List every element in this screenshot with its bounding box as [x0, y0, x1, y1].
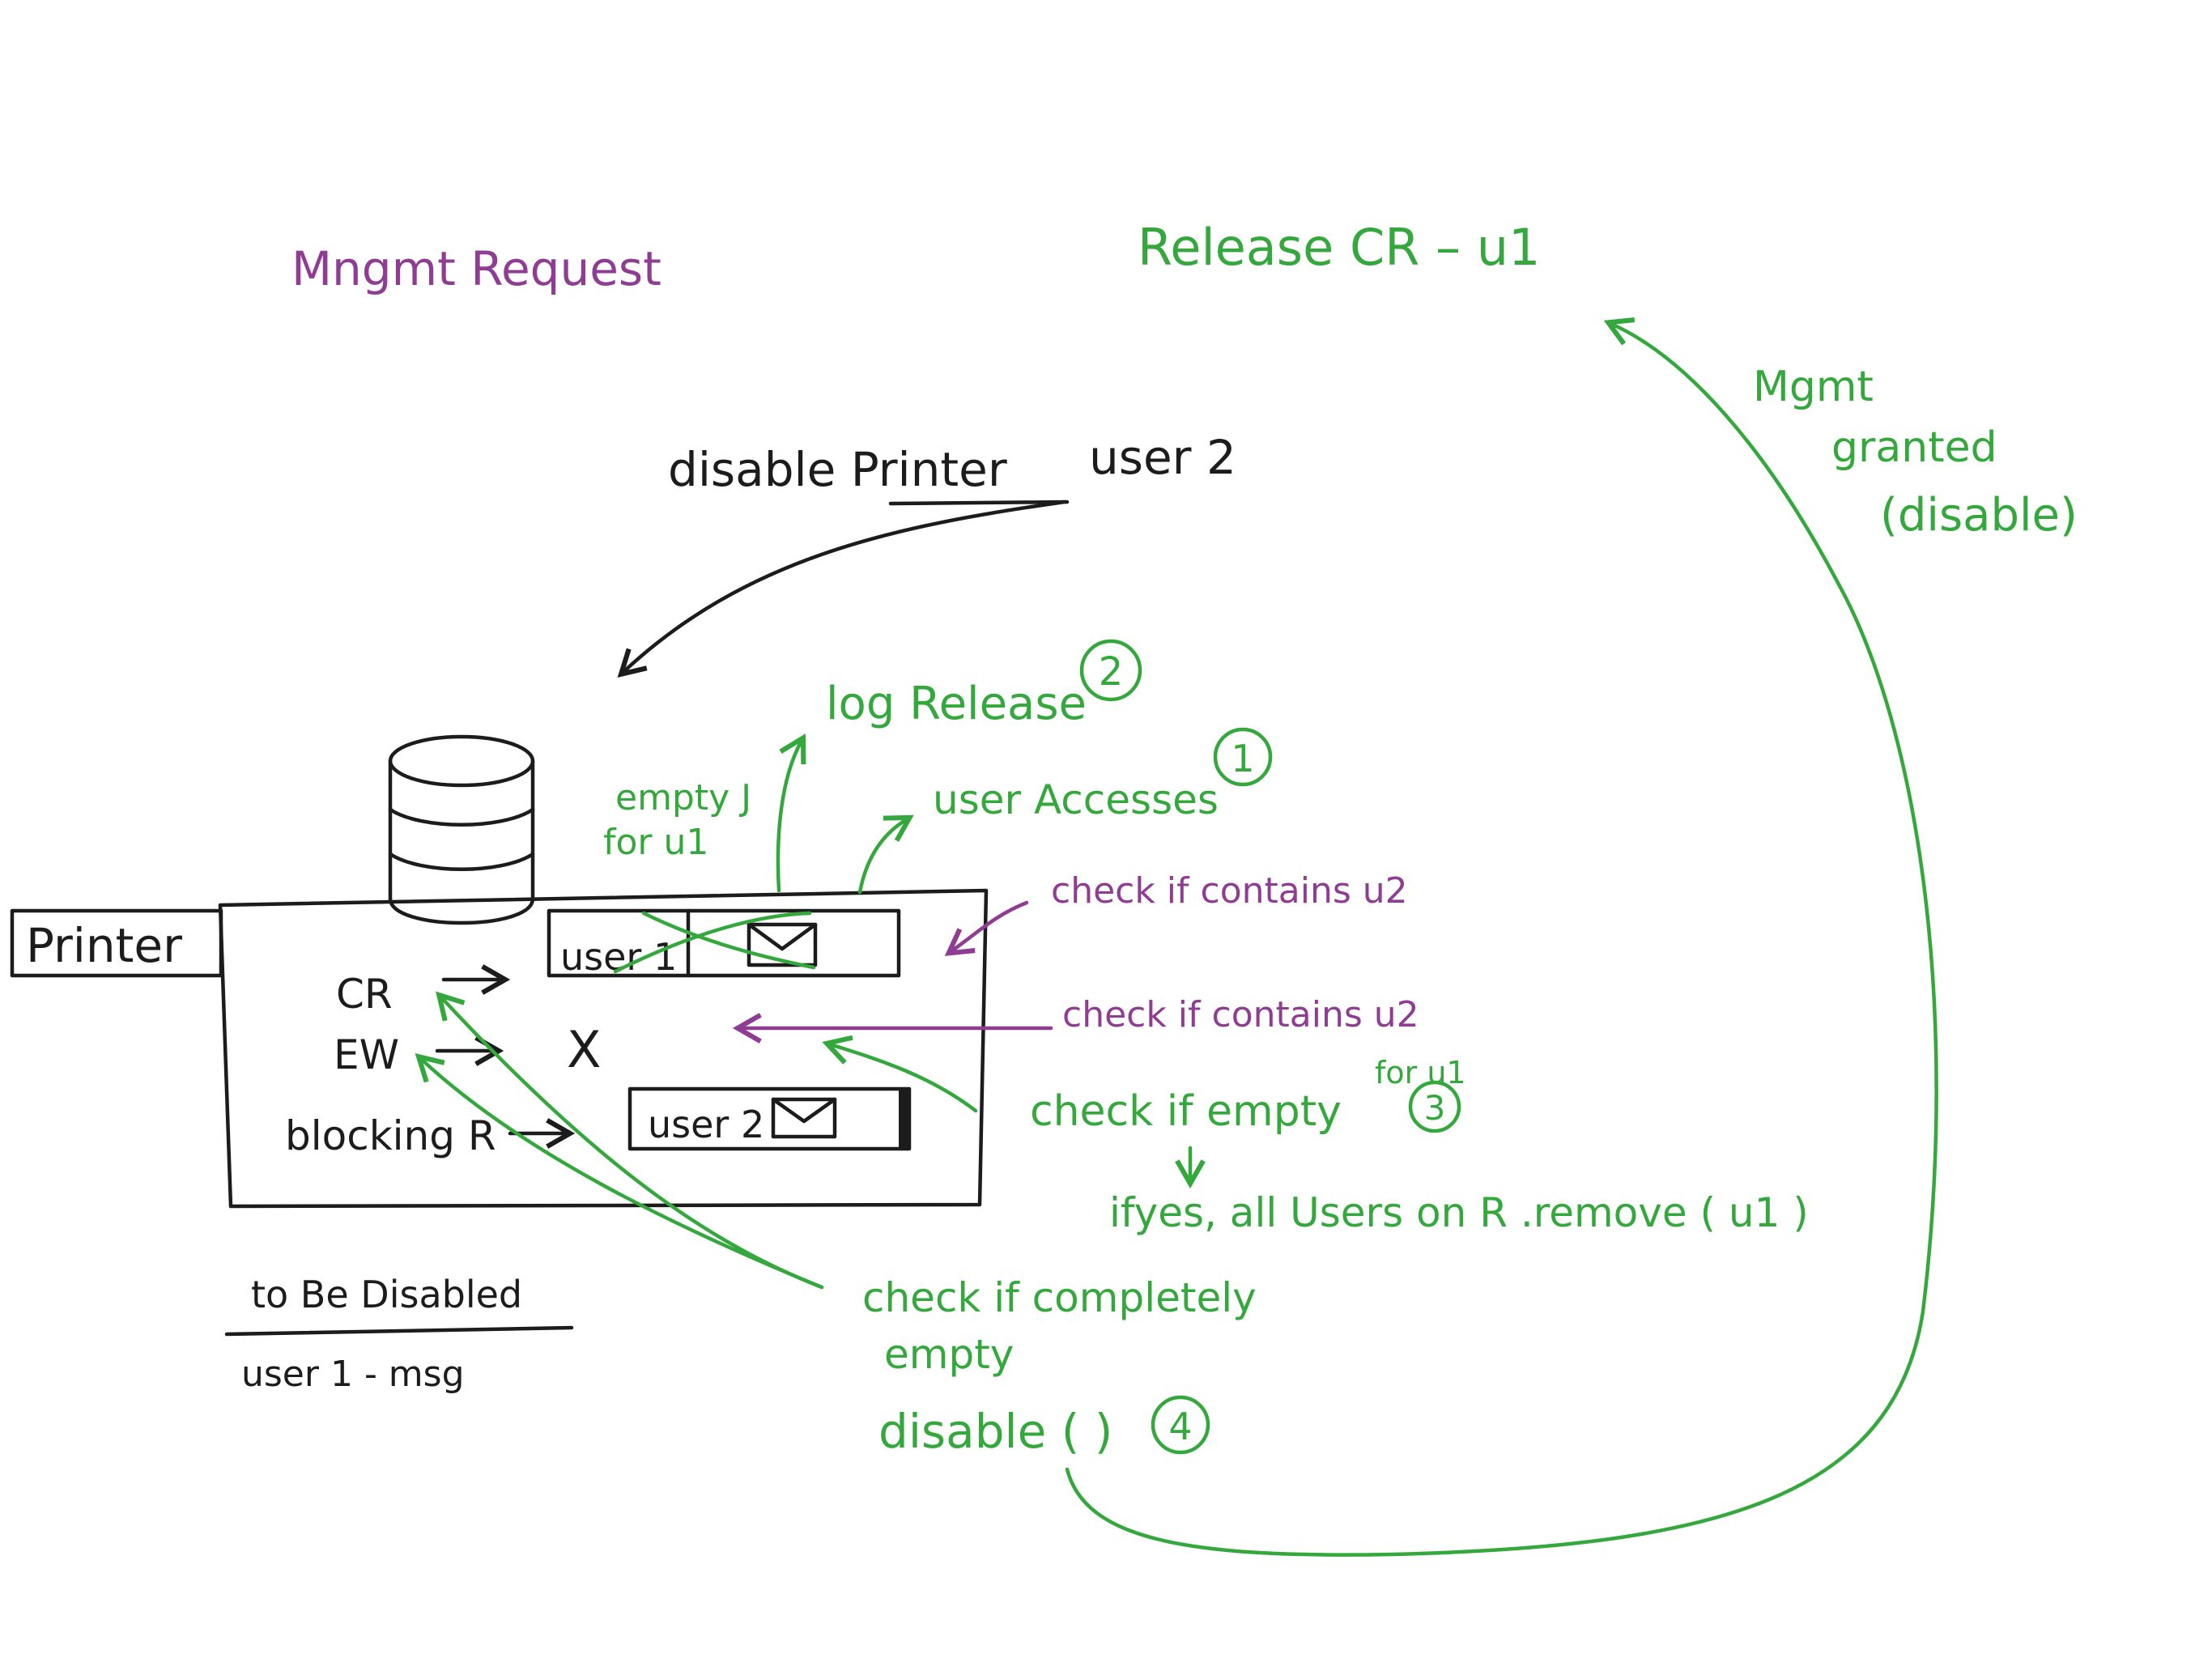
blocking-queue-slot — [627, 1086, 912, 1151]
ew-slot-x: X — [567, 1020, 601, 1079]
mgmt-granted-line2: granted — [1831, 423, 1997, 472]
cr-row-label: CR — [336, 971, 393, 1018]
disable-printer-label: disable Printer — [668, 442, 1007, 497]
arrow-log-release — [776, 733, 806, 893]
blocking-slot-user: user 2 — [648, 1103, 764, 1146]
log-release-label: log Release — [826, 678, 1087, 730]
envelope-icon — [771, 1097, 837, 1139]
check-contains-u2-mid: check if contains u2 — [1062, 994, 1419, 1035]
mgmt-granted-line1: Mgmt — [1753, 363, 1874, 411]
step-badge-3: 3 — [1408, 1080, 1461, 1133]
cr-queue-slot — [547, 908, 901, 978]
mgmt-request-title: Mngmt Request — [291, 241, 661, 296]
check-if-empty-label: check if empty — [1030, 1087, 1342, 1136]
if-yes-label: ifyes, all Users on R .remove ( u1 ) — [1109, 1189, 1809, 1236]
arrow-loop-to-release — [1065, 317, 1938, 1557]
mgmt-granted-line3: (disable) — [1880, 489, 2078, 542]
step-badge-4: 4 — [1151, 1395, 1210, 1455]
cr-slot-user: user 1 — [560, 935, 677, 979]
printer-label: Printer — [26, 918, 182, 973]
step-badge-2: 2 — [1079, 639, 1142, 702]
blocking-row-label: blocking R — [285, 1112, 496, 1159]
database-icon — [388, 734, 535, 925]
empty-for-u1-line2: for u1 — [603, 822, 708, 863]
disable-underline — [888, 500, 1070, 506]
step-badge-3-number: 3 — [1424, 1088, 1446, 1128]
ew-row-label: EW — [334, 1031, 399, 1078]
arrow-check-contains-top — [944, 900, 1029, 956]
step-badge-4-number: 4 — [1168, 1405, 1192, 1448]
check-contains-u2-top: check if contains u2 — [1051, 870, 1408, 912]
arrow-completely-to-ew — [415, 1053, 824, 1290]
empty-for-u1-line1: empty J — [615, 777, 751, 818]
to-be-disabled-heading: to Be Disabled — [251, 1273, 522, 1316]
check-completely-line2: empty — [884, 1331, 1014, 1378]
disable-call-label: disable ( ) — [878, 1404, 1112, 1459]
check-completely-line1: check if completely — [862, 1274, 1257, 1321]
arrow-disable-to-printer — [617, 500, 1067, 678]
to-be-disabled-rule — [224, 1325, 574, 1337]
user2-source-label: user 2 — [1089, 430, 1236, 485]
step-badge-1: 1 — [1213, 727, 1273, 787]
to-be-disabled-entry: user 1 - msg — [241, 1354, 465, 1395]
step-badge-1-number: 1 — [1231, 737, 1254, 780]
cr-slot-strikeout — [613, 911, 812, 974]
step-badge-2-number: 2 — [1099, 649, 1124, 695]
printer-box — [10, 888, 989, 1209]
cr-slot-strikeout-2 — [641, 911, 816, 970]
check-if-empty-sub: for u1 — [1375, 1055, 1466, 1090]
user-accesses-label: user Accesses — [933, 776, 1219, 823]
envelope-icon — [747, 922, 818, 967]
release-title: Release CR – u1 — [1138, 218, 1540, 277]
arrow-check-if-empty — [822, 1035, 978, 1113]
arrow-user-accesses — [857, 814, 914, 895]
